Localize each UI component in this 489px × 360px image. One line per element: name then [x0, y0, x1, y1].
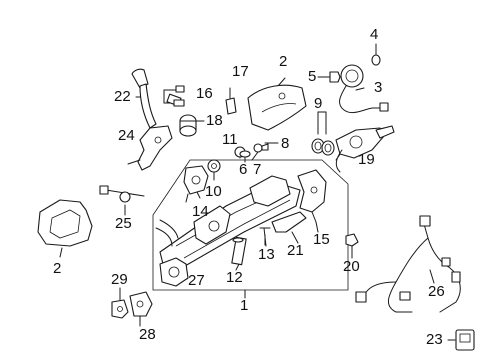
- seal-part-b: [321, 140, 335, 156]
- tilt-housing-part: [183, 165, 209, 203]
- callout-8: 8: [281, 135, 290, 152]
- callout-16: 16: [196, 85, 213, 102]
- callout-17: 17: [232, 63, 249, 80]
- callout-29: 29: [111, 271, 128, 288]
- shift-bracket-part: [127, 125, 173, 171]
- multifunction-switch-part: [335, 125, 395, 173]
- assembly-group-outline: [152, 159, 349, 291]
- callout-28: 28: [139, 326, 156, 343]
- nut-part: [207, 159, 221, 173]
- wiring-harness-part: [355, 215, 461, 313]
- tilt-lever-part: [225, 97, 237, 115]
- clip-part: [329, 71, 341, 83]
- callout-21: 21: [287, 242, 304, 259]
- shaft-part: [231, 236, 247, 266]
- pin-set-part: [166, 85, 185, 107]
- upper-shroud-part: [247, 84, 307, 131]
- steering-column-part: [155, 175, 301, 271]
- callout-1: 1: [240, 297, 249, 314]
- callout-24: 24: [118, 127, 135, 144]
- callout-19: 19: [358, 151, 375, 168]
- stud-part: [259, 227, 271, 247]
- callout-18: 18: [206, 112, 223, 129]
- callout-11: 11: [222, 131, 238, 148]
- callout-5: 5: [308, 68, 317, 85]
- callout-14: 14: [192, 203, 209, 220]
- lock-cylinder-part: [179, 114, 197, 137]
- callout-9: 9: [314, 95, 323, 112]
- bolt-part: [253, 143, 263, 153]
- washer-part: [239, 150, 251, 158]
- fastener-part: [111, 299, 129, 319]
- callout-23: 23: [426, 331, 443, 348]
- callout-12: 12: [226, 269, 243, 286]
- shift-lever-part: [131, 68, 157, 129]
- callout-4: 4: [370, 26, 379, 43]
- callout-20: 20: [343, 258, 360, 275]
- callout-22: 22: [114, 88, 131, 105]
- lower-shroud-part: [37, 199, 93, 247]
- callout-2-lower: 2: [53, 260, 62, 277]
- callout-2-upper: 2: [279, 53, 288, 70]
- callout-7: 7: [253, 161, 262, 178]
- shift-cable-part: [99, 185, 145, 203]
- callout-3: 3: [374, 79, 383, 96]
- callout-27: 27: [188, 272, 205, 289]
- callout-26: 26: [428, 283, 445, 300]
- mounting-bracket-part: [297, 169, 327, 223]
- bulb-part: [371, 54, 381, 66]
- sensor-part: [345, 233, 359, 247]
- callout-6: 6: [239, 161, 248, 178]
- clip-bracket-part: [129, 291, 153, 317]
- callout-25: 25: [115, 215, 132, 232]
- callout-10: 10: [205, 183, 222, 200]
- connector-part: [455, 329, 475, 351]
- callout-13: 13: [258, 246, 275, 263]
- lever-part: [271, 211, 307, 233]
- lower-bearing-part: [159, 257, 189, 287]
- clock-spring-part: [339, 64, 389, 114]
- callout-15: 15: [313, 231, 330, 248]
